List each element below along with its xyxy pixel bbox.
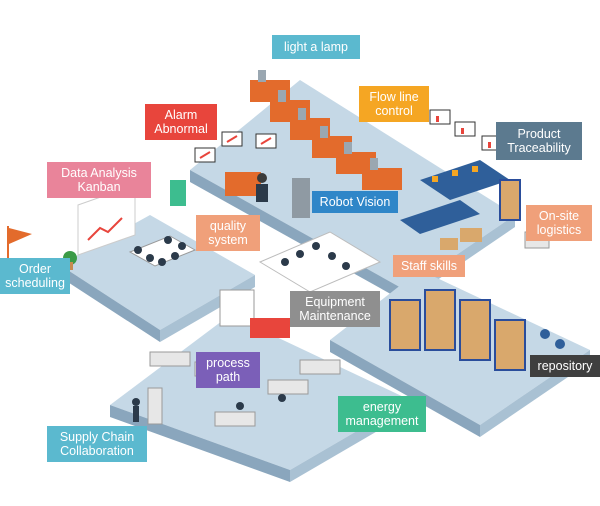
- meeting-room: [63, 184, 197, 270]
- quality-system-label: quality system: [196, 215, 260, 251]
- robot-vision-conveyor: [400, 160, 510, 234]
- flag-icon: [7, 226, 32, 262]
- quality-station: [170, 172, 310, 218]
- repository-label: repository: [530, 355, 600, 377]
- energy-management-label: energy management: [338, 396, 426, 432]
- staff-skills-label: Staff skills: [393, 255, 465, 277]
- product-traceability-label: Product Traceability: [496, 122, 582, 160]
- order-scheduling-label: Order scheduling: [0, 258, 70, 294]
- equipment-maintenance-label: Equipment Maintenance: [290, 291, 380, 327]
- light-a-lamp-label: light a lamp: [272, 35, 360, 59]
- alarm-abnormal-label: Alarm Abnormal: [145, 104, 217, 140]
- robot-production-line: [250, 70, 402, 190]
- robot-vision-label: Robot Vision: [312, 191, 398, 213]
- office-area: [132, 289, 341, 427]
- process-path-label: process path: [196, 352, 260, 388]
- data-analysis-kanban-label: Data Analysis Kanban: [47, 162, 151, 198]
- supply-chain-collaboration-label: Supply Chain Collaboration: [47, 426, 147, 462]
- warehouse-racks: [389, 179, 565, 371]
- staff-line: [258, 231, 382, 293]
- flow-line-control-label: Flow line control: [359, 86, 429, 122]
- on-site-logistics-label: On-site logistics: [526, 205, 592, 241]
